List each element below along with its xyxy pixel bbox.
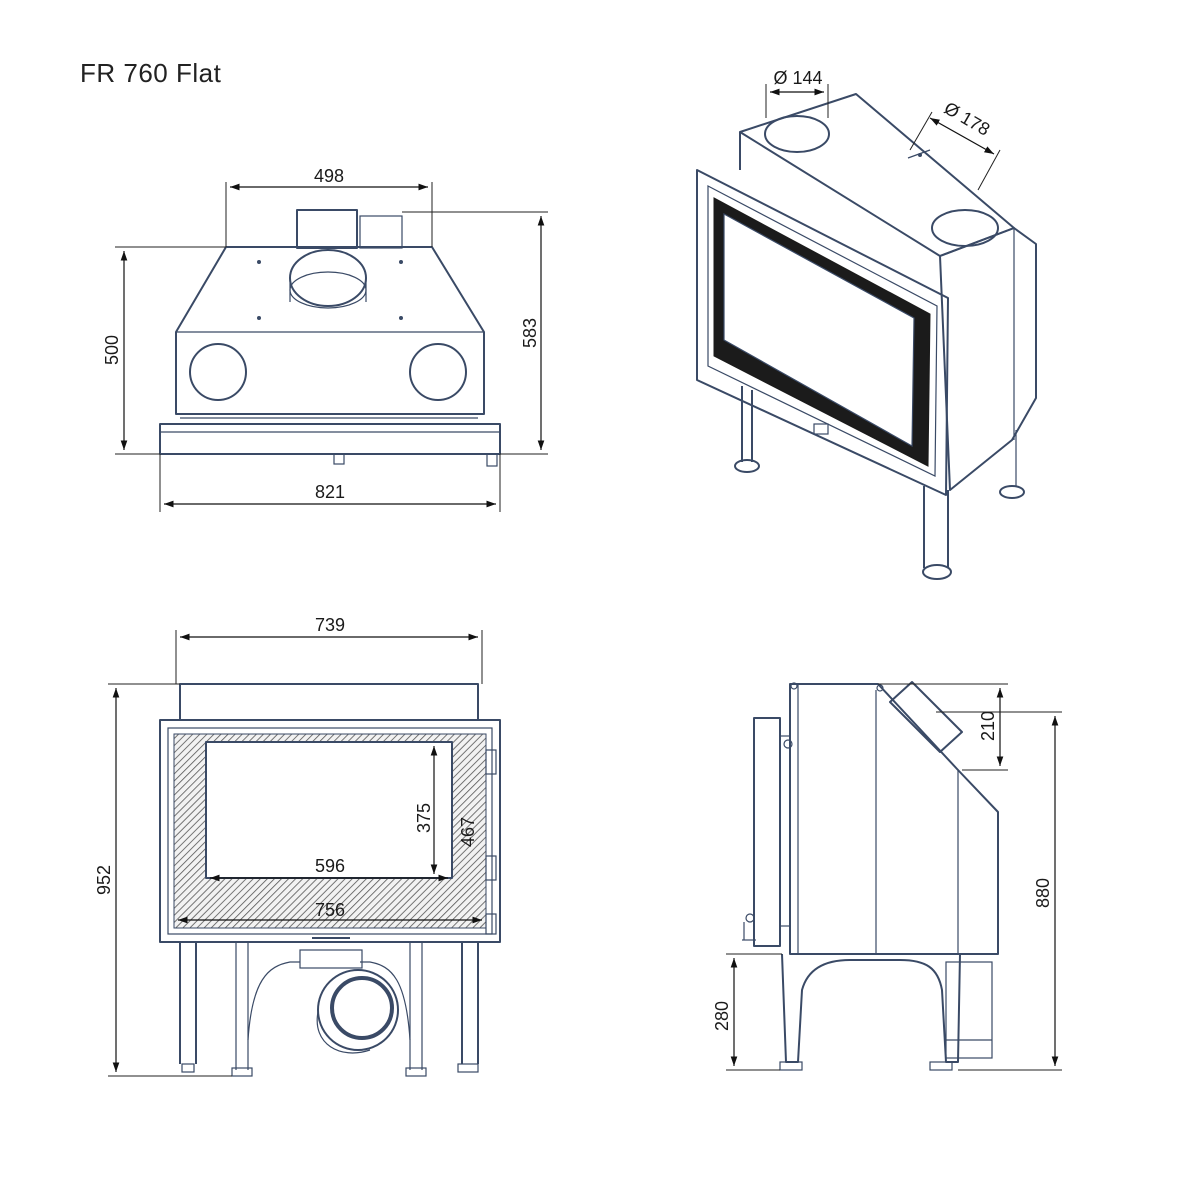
dim-top-width: 498 bbox=[314, 166, 344, 186]
dim-frame-width: 756 bbox=[315, 900, 345, 920]
dim-body-height: 500 bbox=[102, 335, 122, 365]
dim-glass-height: 375 bbox=[414, 803, 434, 833]
top-view: 498 500 583 821 bbox=[102, 166, 548, 512]
dim-view-height: 952 bbox=[94, 865, 114, 895]
dim-glass-width: 596 bbox=[315, 856, 345, 876]
dim-diameter-large: Ø 178 bbox=[941, 98, 993, 140]
drawing-title: FR 760 Flat bbox=[80, 58, 222, 88]
dim-base-width: 821 bbox=[315, 482, 345, 502]
dim-side-height: 880 bbox=[1033, 878, 1053, 908]
front-view: 739 952 375 467 596 756 bbox=[94, 615, 501, 1077]
dim-frame-height: 467 bbox=[458, 817, 478, 847]
isometric-view: Ø 144 Ø 178 bbox=[696, 68, 1037, 580]
dim-outlet-height: 210 bbox=[978, 711, 998, 741]
dim-leg-height: 280 bbox=[712, 1001, 732, 1031]
dim-view-width: 739 bbox=[315, 615, 345, 635]
side-view: 210 880 280 bbox=[712, 681, 1062, 1071]
dim-diameter-small: Ø 144 bbox=[773, 68, 822, 88]
dim-total-height: 583 bbox=[520, 318, 540, 348]
